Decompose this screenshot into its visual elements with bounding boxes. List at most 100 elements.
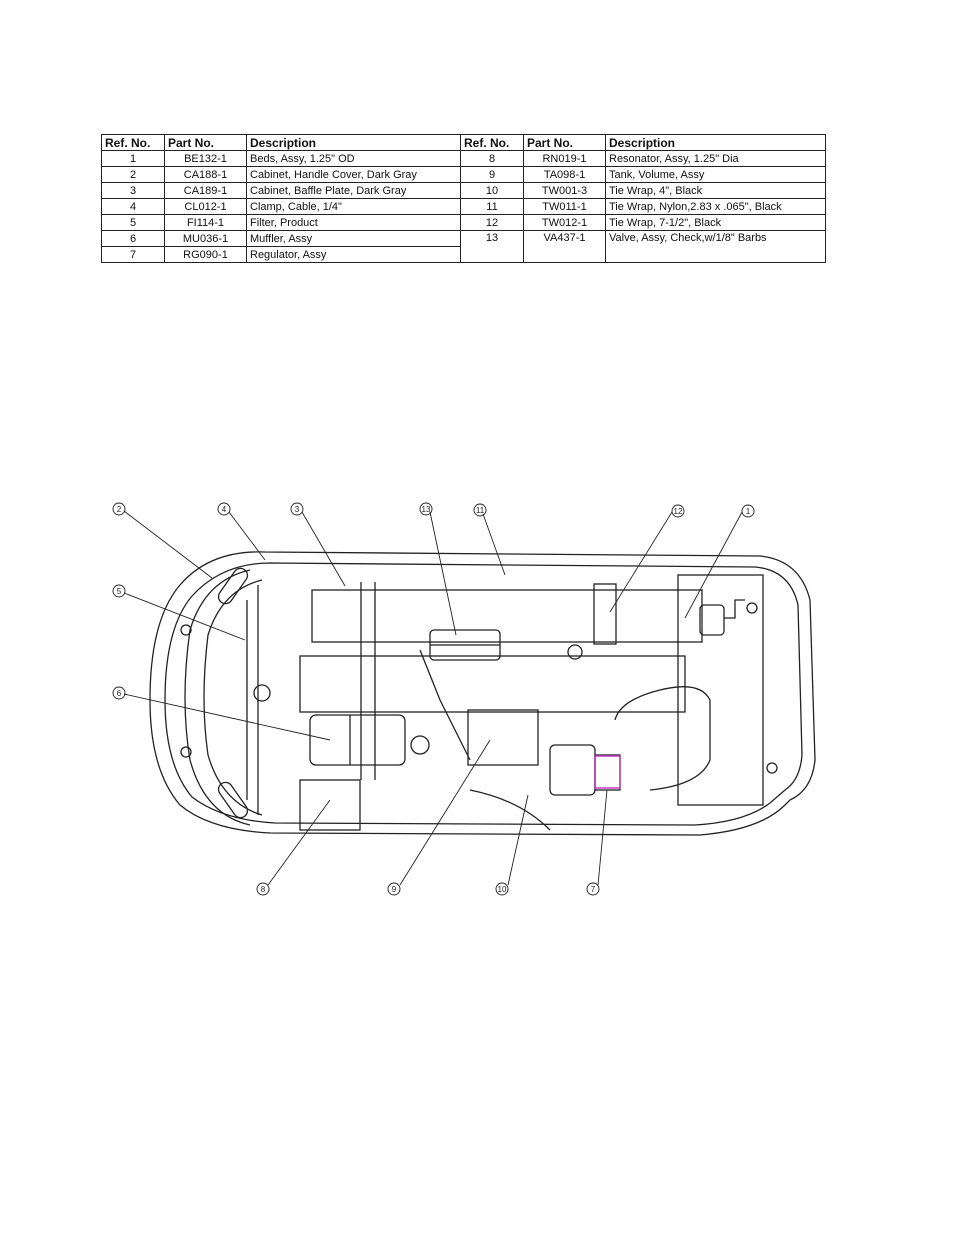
hose bbox=[614, 686, 711, 791]
leader-line bbox=[399, 739, 491, 886]
header-description: Description bbox=[605, 134, 826, 151]
part-cell: FI114-1 bbox=[164, 214, 247, 231]
ref-cell: 10 bbox=[460, 182, 524, 199]
callout-number: 5 bbox=[117, 587, 122, 596]
tube bbox=[724, 599, 745, 619]
ref-cell: 12 bbox=[460, 214, 524, 231]
part-cell: CL012-1 bbox=[164, 198, 247, 215]
table-header-row: Ref. No. Part No. Description Ref. No. P… bbox=[101, 134, 826, 151]
desc-cell: Beds, Assy, 1.25" OD bbox=[246, 150, 461, 167]
desc-cell: Clamp, Cable, 1/4" bbox=[246, 198, 461, 215]
part-cell: TW012-1 bbox=[523, 214, 606, 231]
ref-cell: 9 bbox=[460, 166, 524, 183]
callout-bubble bbox=[387, 882, 401, 896]
table-row: 4 CL012-1 Clamp, Cable, 1/4" 11 TW011-1 … bbox=[101, 198, 826, 215]
desc-cell: Cabinet, Baffle Plate, Dark Gray bbox=[246, 182, 461, 199]
parts-table: Ref. No. Part No. Description Ref. No. P… bbox=[101, 134, 826, 263]
handle-outline bbox=[184, 569, 251, 826]
table-row: 1 BE132-1 Beds, Assy, 1.25" OD 8 RN019-1… bbox=[101, 150, 826, 167]
ref-cell: 5 bbox=[101, 214, 165, 231]
header-ref-no: Ref. No. bbox=[460, 134, 524, 151]
callout-6: 6 bbox=[112, 686, 331, 741]
table-row: 7 RG090-1 Regulator, Assy bbox=[101, 246, 826, 263]
table-row: 2 CA188-1 Cabinet, Handle Cover, Dark Gr… bbox=[101, 166, 826, 183]
regulator-highlight bbox=[594, 755, 621, 789]
ref-cell: 8 bbox=[460, 150, 524, 167]
desc-cell: Tie Wrap, 4", Black bbox=[605, 182, 826, 199]
unit-drawing bbox=[149, 551, 816, 836]
callout-number: 8 bbox=[261, 885, 266, 894]
callout-10: 10 bbox=[495, 794, 529, 896]
fan-hub bbox=[567, 644, 583, 660]
callout-bubble bbox=[741, 504, 755, 518]
ref-cell: 7 bbox=[101, 246, 165, 263]
clamp-band bbox=[593, 583, 617, 645]
callout-8: 8 bbox=[256, 799, 331, 896]
callout-number: 3 bbox=[295, 505, 300, 514]
callout-number: 6 bbox=[117, 689, 122, 698]
ref-cell: 1 bbox=[101, 150, 165, 167]
hose bbox=[419, 649, 471, 761]
grip-slot bbox=[217, 567, 249, 605]
callout-7: 7 bbox=[586, 789, 608, 896]
callout-bubble bbox=[112, 686, 126, 700]
desc-cell: Valve, Assy, Check,w/1/8" Barbs bbox=[605, 230, 826, 263]
callout-bubble bbox=[671, 504, 685, 518]
fitting-nut bbox=[410, 735, 430, 755]
regulator bbox=[549, 744, 596, 796]
desc-cell: Filter, Product bbox=[246, 214, 461, 231]
desc-cell: Cabinet, Handle Cover, Dark Gray bbox=[246, 166, 461, 183]
callout-number: 13 bbox=[422, 505, 431, 514]
hose bbox=[469, 789, 551, 831]
leader-line bbox=[123, 693, 331, 741]
fan-hub bbox=[253, 684, 271, 702]
ref-cell: 13 bbox=[460, 230, 524, 263]
table-row: 3 CA189-1 Cabinet, Baffle Plate, Dark Gr… bbox=[101, 182, 826, 199]
header-ref-no: Ref. No. bbox=[101, 134, 165, 151]
regulator-body bbox=[594, 754, 621, 791]
part-cell: TW011-1 bbox=[523, 198, 606, 215]
header-description: Description bbox=[246, 134, 461, 151]
callout-1: 1 bbox=[684, 504, 755, 619]
leader-line bbox=[609, 511, 673, 613]
fitting bbox=[699, 604, 725, 636]
leader-line bbox=[429, 511, 457, 636]
callout-number: 1 bbox=[746, 507, 751, 516]
bolt bbox=[766, 762, 778, 774]
leader-line bbox=[684, 511, 743, 619]
callout-number: 9 bbox=[392, 885, 397, 894]
ref-cell: 4 bbox=[101, 198, 165, 215]
header-part-no: Part No. bbox=[164, 134, 247, 151]
leader-line bbox=[123, 592, 246, 641]
callout-bubble bbox=[217, 502, 231, 516]
callout-13: 13 bbox=[419, 502, 457, 636]
part-cell: CA188-1 bbox=[164, 166, 247, 183]
callout-bubble bbox=[290, 502, 304, 516]
part-cell: RG090-1 bbox=[164, 246, 247, 263]
assembly-diagram: 1 2 3 4 5 6 7 bbox=[112, 502, 816, 896]
leader-line bbox=[267, 799, 331, 886]
part-cell: TA098-1 bbox=[523, 166, 606, 183]
housing-outline bbox=[149, 551, 816, 836]
desc-cell: Tie Wrap, 7-1/2", Black bbox=[605, 214, 826, 231]
part-cell: CA189-1 bbox=[164, 182, 247, 199]
callout-number: 11 bbox=[476, 506, 485, 515]
bed-cylinder bbox=[299, 655, 686, 713]
callout-bubble bbox=[473, 503, 487, 517]
callout-number: 12 bbox=[674, 507, 683, 516]
ref-cell: 11 bbox=[460, 198, 524, 215]
header-part-no: Part No. bbox=[523, 134, 606, 151]
callout-number: 7 bbox=[591, 885, 596, 894]
callout-number: 4 bbox=[222, 505, 227, 514]
part-cell: RN019-1 bbox=[523, 150, 606, 167]
callout-bubble bbox=[586, 882, 600, 896]
ref-cell: 3 bbox=[101, 182, 165, 199]
callout-9: 9 bbox=[387, 739, 491, 896]
callout-3: 3 bbox=[290, 502, 346, 587]
filter bbox=[467, 709, 539, 766]
leader-line bbox=[597, 789, 608, 886]
table-row: 5 FI114-1 Filter, Product 12 TW012-1 Tie… bbox=[101, 214, 826, 231]
part-cell: VA437-1 bbox=[523, 230, 606, 263]
callout-bubble bbox=[112, 584, 126, 598]
callouts: 1 2 3 4 5 6 7 bbox=[112, 502, 755, 896]
